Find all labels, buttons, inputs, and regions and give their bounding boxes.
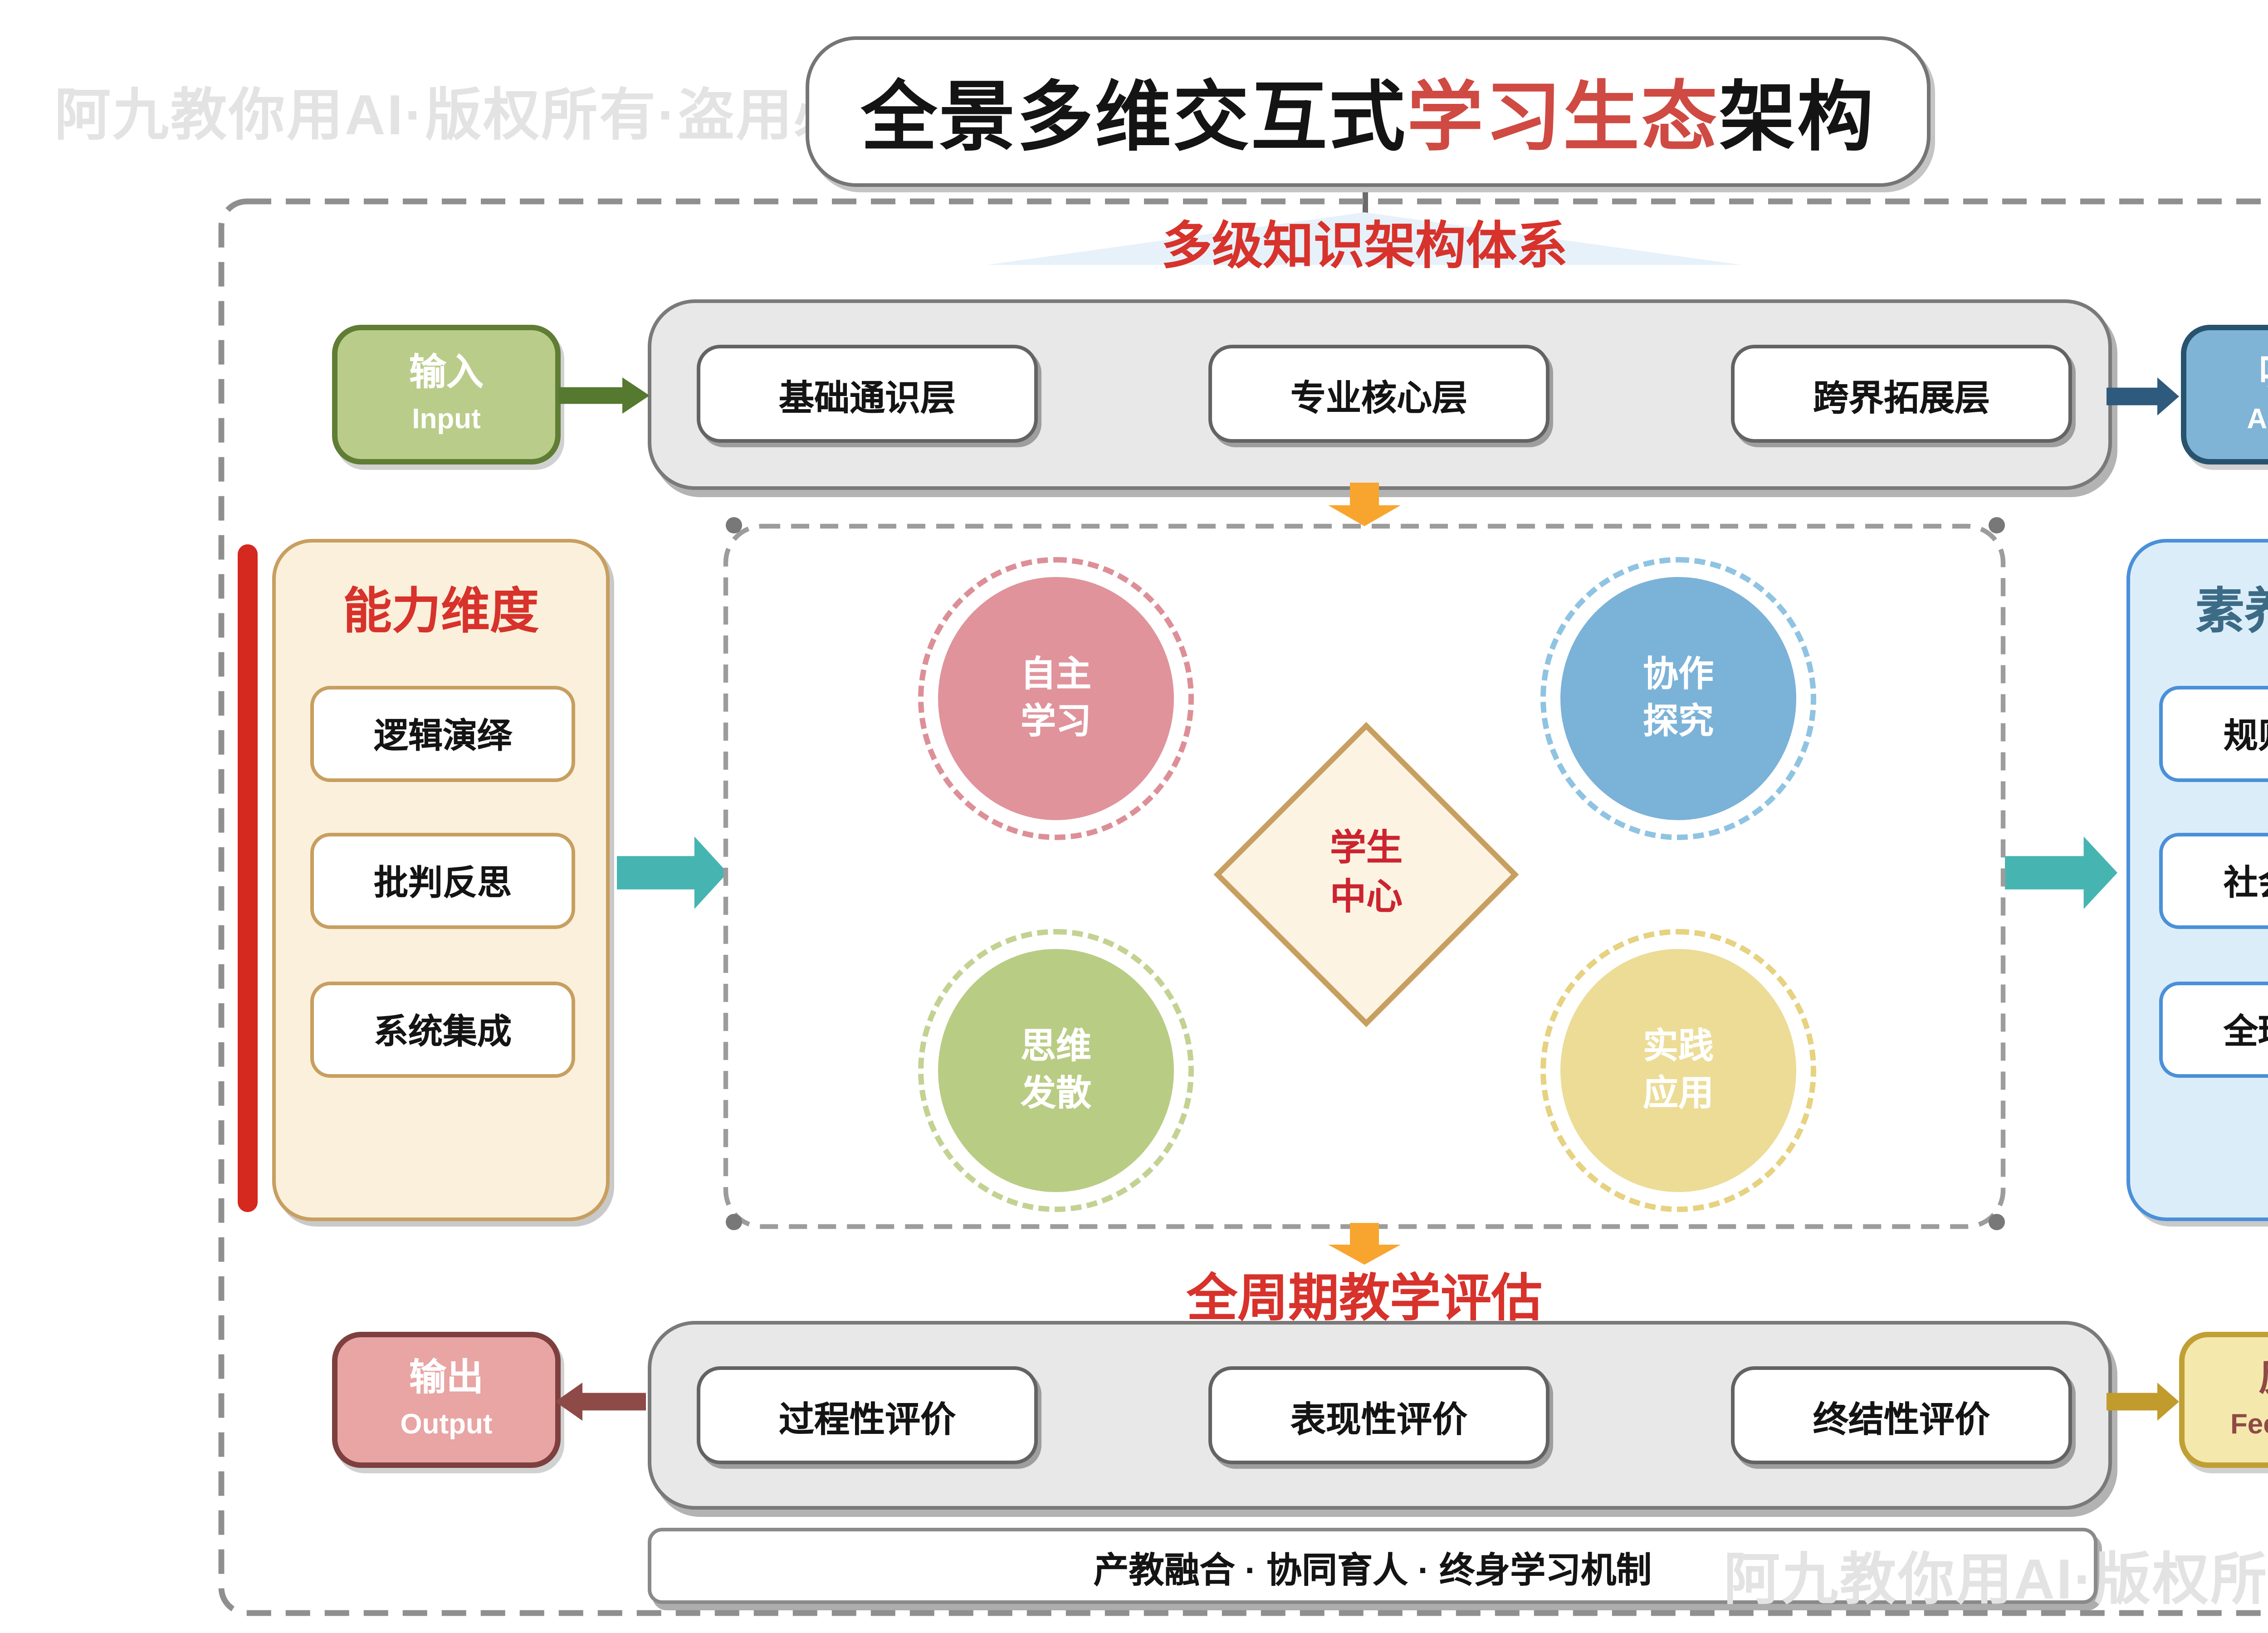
feedback-node: 反馈 Feedback [2179, 1332, 2268, 1468]
eval-box-process: 过程性评价 [697, 1366, 1038, 1464]
input-label-zh: 输入 [409, 352, 484, 394]
absorb-node: 吸收 Absorb [2181, 325, 2268, 464]
title-prefix: 全景多维交互式 [860, 74, 1407, 160]
circle-collaboration-fill: 协作 探究 [1560, 577, 1796, 820]
ability-box-logic: 逻辑演绎 [310, 686, 575, 782]
page-title: 全景多维交互式学习生态架构 [861, 56, 1875, 167]
evaluation-heading: 全周期教学评估 [1186, 1270, 1542, 1326]
input-arrow-icon [559, 377, 650, 414]
ability-box-system: 系统集成 [310, 982, 575, 1078]
footer-text: 产教融合 · 协同育人 · 终身学习机制 [1093, 1550, 1652, 1590]
circle-label-line: 探究 [1642, 702, 1714, 742]
title-highlight: 学习生态 [1407, 74, 1719, 160]
literacy-arrow-icon [2005, 836, 2117, 909]
title-suffix: 架构 [1719, 74, 1876, 160]
literacy-box-responsibility: 社会责任 [2159, 833, 2268, 929]
diamond-label-line: 中心 [1330, 878, 1403, 918]
ability-box-critical: 批判反思 [310, 833, 575, 929]
circle-divergent-thinking-fill: 思维 发散 [938, 949, 1174, 1192]
circle-practice-fill: 实践 应用 [1560, 949, 1796, 1192]
title-connector-line [1363, 178, 1368, 216]
circle-divergent-thinking: 思维 发散 [918, 929, 1194, 1212]
ability-arrow-icon [617, 836, 728, 909]
circle-label-line: 协作 [1642, 655, 1714, 695]
title-banner: 全景多维交互式学习生态架构 [806, 36, 1931, 187]
literacy-box-global: 全球视野 [2159, 982, 2268, 1078]
circle-self-learning: 自主 学习 [918, 557, 1194, 840]
knowledge-heading: 多级知识架构体系 [1161, 218, 1568, 274]
layer-box-cross: 跨界拓展层 [1731, 345, 2072, 443]
corner-dot-icon [1989, 1214, 2005, 1230]
absorb-label-zh: 吸收 [2259, 355, 2268, 393]
circle-label-line: 发散 [1020, 1074, 1091, 1114]
circle-self-learning-fill: 自主 学习 [938, 577, 1174, 820]
feedback-label-zh: 反馈 [2258, 1360, 2268, 1398]
student-center-label: 学生 中心 [1212, 720, 1520, 1029]
literacy-panel-title: 素养进阶 [2195, 584, 2268, 639]
input-label-en: Input [412, 404, 481, 435]
watermark-bottom-right: 阿九教你用AI·版权所有·盗用必究 [1724, 1548, 2268, 1611]
circle-collaboration: 协作 探究 [1540, 557, 1816, 840]
corner-dot-icon [726, 1214, 742, 1230]
flow-down-bottom-arrow-icon [1328, 1223, 1401, 1265]
eval-box-performance: 表现性评价 [1208, 1366, 1549, 1464]
layer-box-core: 专业核心层 [1208, 345, 1549, 443]
corner-dot-icon [1989, 517, 2005, 533]
output-arrow-icon [555, 1383, 646, 1421]
eval-box-summative: 终结性评价 [1731, 1366, 2072, 1464]
circle-label-line: 学习 [1020, 702, 1091, 742]
ability-panel-title: 能力维度 [343, 584, 539, 639]
circle-practice: 实践 应用 [1540, 929, 1816, 1212]
corner-dot-icon [726, 517, 742, 533]
feedback-label-en: Feedback [2230, 1409, 2268, 1440]
circle-label-line: 应用 [1642, 1074, 1714, 1114]
absorb-arrow-icon [2107, 377, 2179, 416]
circle-label-line: 实践 [1642, 1027, 1714, 1067]
circle-label-line: 思维 [1020, 1027, 1091, 1067]
circle-label-line: 自主 [1020, 655, 1091, 695]
left-red-bar [238, 544, 258, 1212]
layer-box-basic: 基础通识层 [697, 345, 1038, 443]
output-label-en: Output [400, 1409, 493, 1440]
input-node: 输入 Input [332, 325, 561, 464]
absorb-label-en: Absorb [2247, 404, 2268, 435]
output-label-zh: 输出 [409, 1357, 484, 1399]
literacy-box-rules: 规则意识 [2159, 686, 2268, 782]
feedback-arrow-icon [2107, 1383, 2179, 1421]
diamond-label-line: 学生 [1330, 829, 1403, 869]
output-node: 输出 Output [332, 1332, 561, 1468]
watermark-top-left: 阿九教你用AI·版权所有·盗用必究 [54, 83, 910, 147]
